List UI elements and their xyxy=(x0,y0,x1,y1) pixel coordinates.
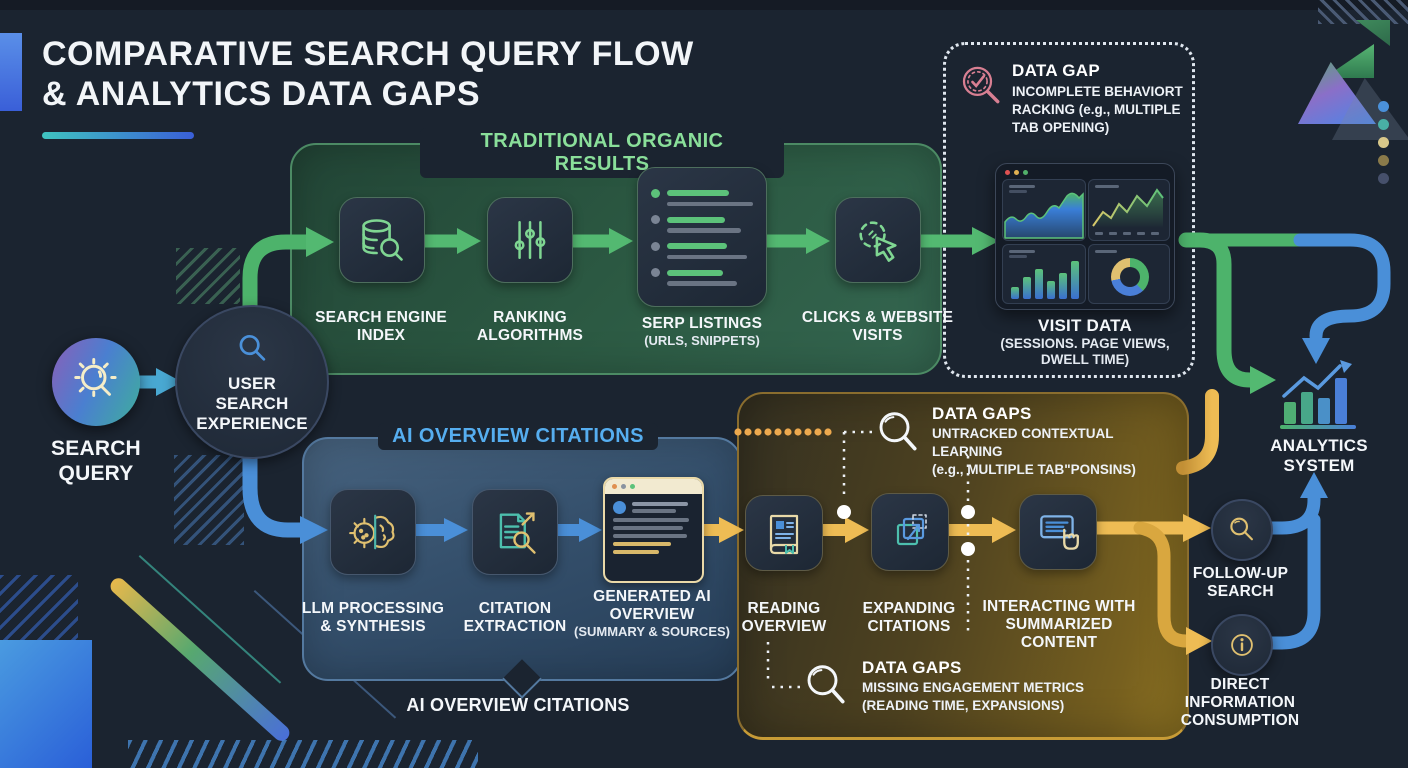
mini-line-chart xyxy=(1088,179,1170,241)
bottom-hatch xyxy=(128,740,478,768)
left-hatch-blue xyxy=(174,455,244,545)
window-dot-red xyxy=(1005,170,1010,175)
info-icon xyxy=(1231,634,1253,656)
step-label-reading-overview: READING OVERVIEW xyxy=(741,600,827,635)
step-label-ranking-algorithms: RANKING ALGORITHMS xyxy=(476,309,584,344)
search-query-node xyxy=(52,338,140,426)
data-gap-title: DATA GAP xyxy=(1012,61,1101,80)
page-title: COMPARATIVE SEARCH QUERY FLOW & ANALYTIC… xyxy=(42,34,802,114)
data-gap-check-magnifier-icon xyxy=(962,66,1000,104)
decor-dot-3 xyxy=(1378,137,1389,148)
step-llm-processing xyxy=(330,489,416,575)
ai-overview-window-icon xyxy=(605,479,702,581)
mini-donut-chart xyxy=(1088,244,1170,304)
mini-bar-chart xyxy=(1002,244,1086,304)
step-citation-extraction xyxy=(472,489,558,575)
data-gaps-bottom-line2: (READING TIME, EXPANSIONS) xyxy=(862,697,1065,713)
visit-data-gap-box xyxy=(943,42,1195,378)
user-search-experience-node: USER SEARCH EXPERIENCE xyxy=(175,305,329,459)
data-gaps-top-magnifier-icon xyxy=(879,412,917,451)
data-gaps-top-line1: UNTRACKED CONTEXTUAL LEARNING xyxy=(932,426,1114,459)
title-underline xyxy=(42,132,194,139)
step-serp-listings xyxy=(637,167,767,307)
top-edge-strip xyxy=(0,0,1408,10)
search-query-label: SEARCH QUERY xyxy=(51,437,141,486)
page-title-line1: COMPARATIVE SEARCH QUERY FLOW xyxy=(42,35,694,73)
serp-listings-label: SERP LISTINGS xyxy=(641,315,763,332)
left-hatch-green xyxy=(176,248,240,304)
search-query-icon xyxy=(74,358,117,397)
step-label-serp-listings: SERP LISTINGS (URLs, SNIPPETS) xyxy=(627,315,777,348)
step-label-interacting-summarized: INTERACTING WITH SUMMARIZED CONTENT xyxy=(982,598,1136,651)
expand-citations-icon xyxy=(896,514,927,546)
user-search-icon xyxy=(239,335,266,362)
step-label-search-engine-index: SEARCH ENGINE INDEX xyxy=(315,309,447,344)
brain-gear-icon xyxy=(349,514,395,550)
data-gap-text: INCOMPLETE BEHAVIORT RACKING (e.g., MULT… xyxy=(1012,84,1183,135)
document-search-icon xyxy=(499,512,536,554)
step-search-engine-index xyxy=(339,197,425,283)
step-label-clicks-website-visits: CLICKS & WEBSITE VISITS xyxy=(801,309,954,344)
step-generated-ai-overview xyxy=(603,477,704,583)
data-gaps-top-text: UNTRACKED CONTEXTUAL LEARNING (e.g., MUL… xyxy=(932,425,1180,478)
step-reading-overview xyxy=(745,495,823,571)
data-gaps-bottom-line1: MISSING ENGAGEMENT METRICS xyxy=(862,680,1085,695)
data-gaps-top-line2: (e.g., MULTIPLE TAB"PONSINS) xyxy=(932,461,1136,477)
bottom-left-square xyxy=(0,640,92,768)
generated-ai-overview-sublabel: (SUMMARY & SOURCES) xyxy=(573,623,730,639)
data-gaps-bottom-magnifier-icon xyxy=(807,665,845,704)
step-ranking-algorithms xyxy=(487,197,573,283)
step-label-generated-ai-overview: GENERATED AI OVERVIEW (SUMMARY & SOURCES… xyxy=(573,588,731,639)
decor-dot-5 xyxy=(1378,173,1389,184)
ai-panel-title: AI OVERVIEW CITATIONS xyxy=(365,423,671,450)
analytics-system-label: ANALYTICS SYSTEM xyxy=(1270,436,1368,475)
user-search-experience-label: USER SEARCH EXPERIENCE xyxy=(196,374,308,433)
serp-list-icon xyxy=(651,188,753,286)
window-dot-green xyxy=(1023,170,1028,175)
window-dot-yellow xyxy=(1014,170,1019,175)
page-title-line2: & ANALYTICS DATA GAPS xyxy=(42,75,481,113)
step-label-expanding-citations: EXPANDING CITATIONS xyxy=(862,600,956,635)
step-expanding-citations xyxy=(871,493,949,571)
follow-up-search-node xyxy=(1211,499,1273,561)
title-accent-bar xyxy=(0,33,22,111)
follow-up-search-label: FOLLOW-UP SEARCH xyxy=(1192,565,1289,600)
visit-data-sublabel: (SESSIONS. PAGE VIEWS, DWELL TIME) xyxy=(1000,336,1170,367)
data-gaps-top-title: DATA GAPS xyxy=(932,404,1032,423)
generated-ai-overview-label: GENERATED AI OVERVIEW xyxy=(593,588,711,623)
visit-data-label: VISIT DATA xyxy=(1038,316,1132,335)
data-gaps-bottom-text: MISSING ENGAGEMENT METRICS (READING TIME… xyxy=(862,679,1092,715)
step-interacting-summarized xyxy=(1019,494,1097,570)
direct-consumption-label: DIRECT INFORMATION CONSUMPTION xyxy=(1180,676,1300,729)
step-label-citation-extraction: CITATION EXTRACTION xyxy=(463,600,567,635)
visit-data-dashboard xyxy=(995,163,1175,310)
direct-consumption-node xyxy=(1211,614,1273,676)
cursor-click-icon xyxy=(859,221,897,262)
serp-listings-sublabel: (URLs, SNIPPETS) xyxy=(644,332,760,348)
database-search-icon xyxy=(362,219,403,261)
decor-dot-2 xyxy=(1378,119,1389,130)
organic-panel-title: TRADITIONAL ORGANIC RESULTS xyxy=(420,128,784,178)
step-label-llm-processing: LLM PROCESSING & SYNTHESIS xyxy=(301,600,445,635)
sliders-icon xyxy=(514,221,546,259)
mini-area-chart xyxy=(1002,179,1086,241)
analytics-system-icon xyxy=(1280,360,1356,429)
decor-dot-4 xyxy=(1378,155,1389,166)
follow-up-search-icon xyxy=(1230,517,1253,541)
decor-dot-1 xyxy=(1378,101,1389,112)
tap-content-icon xyxy=(1040,515,1079,550)
book-icon xyxy=(769,514,799,555)
data-gaps-bottom-title: DATA GAPS xyxy=(862,658,962,677)
step-clicks-website-visits xyxy=(835,197,921,283)
ai-panel-bottom-label: AI OVERVIEW CITATIONS xyxy=(406,695,630,715)
